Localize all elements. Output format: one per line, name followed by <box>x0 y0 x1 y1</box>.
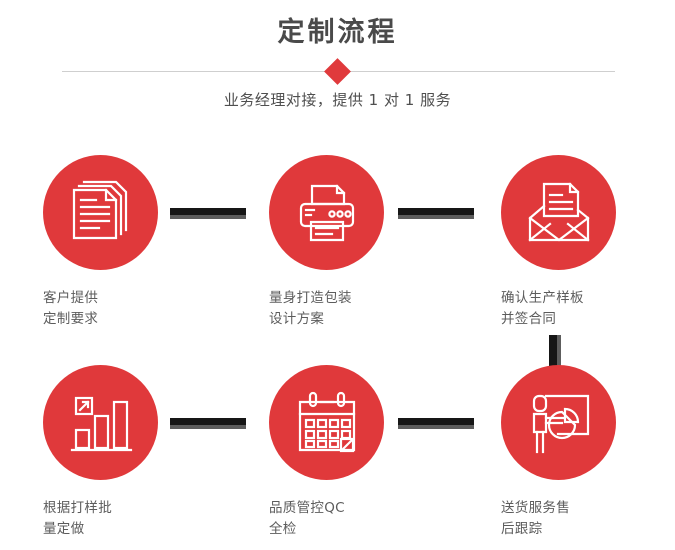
connector-shadow <box>170 425 246 429</box>
step-6-label: 送货服务售 后跟踪 <box>501 498 637 540</box>
step-6-label-line2: 后跟踪 <box>501 521 543 537</box>
step-3-icon-circle[interactable] <box>501 155 616 270</box>
step-2-label-line2: 设计方案 <box>269 311 325 327</box>
step-1-label: 客户提供 定制要求 <box>43 288 179 330</box>
step-1-label-line2: 定制要求 <box>43 311 99 327</box>
step-3-label: 确认生产样板 并签合同 <box>501 288 637 330</box>
step-5-label-line1: 品质管控QC <box>269 500 345 516</box>
step-3-label-line1: 确认生产样板 <box>501 290 584 306</box>
connector-bar <box>398 208 474 215</box>
connector-bar <box>170 208 246 215</box>
connector-step3-step6 <box>549 335 561 370</box>
page-subtitle: 业务经理对接，提供 1 对 1 服务 <box>223 91 452 109</box>
step-4-icon-circle[interactable] <box>43 365 158 480</box>
step-4-label-line2: 量定做 <box>43 521 85 537</box>
connector-step5-step6 <box>398 418 474 429</box>
connector-shadow <box>170 215 246 219</box>
page-title: 定制流程 <box>277 17 398 48</box>
connector-shadow <box>398 215 474 219</box>
process-step-1[interactable]: 客户提供 定制要求 <box>19 155 179 330</box>
step-2-icon-circle[interactable] <box>269 155 384 270</box>
open-envelope-document-icon <box>524 178 594 248</box>
process-step-3[interactable]: 确认生产样板 并签合同 <box>477 155 637 330</box>
connector-bar <box>549 335 557 370</box>
step-6-label-line1: 送货服务售 <box>501 500 570 516</box>
documents-stack-icon <box>66 178 136 248</box>
calendar-check-icon <box>292 388 362 458</box>
step-2-label-line1: 量身打造包装 <box>269 290 352 306</box>
connector-step1-step2 <box>170 208 246 219</box>
connector-step2-step3 <box>398 208 474 219</box>
process-step-4[interactable]: 根据打样批 量定做 <box>19 365 179 540</box>
connector-step4-step5 <box>170 418 246 429</box>
printer-icon <box>292 178 362 248</box>
process-step-5[interactable]: 品质管控QC 全检 <box>245 365 405 540</box>
step-5-label: 品质管控QC 全检 <box>269 498 405 540</box>
step-4-label-line1: 根据打样批 <box>43 500 112 516</box>
process-flow: 客户提供 定制要求 <box>0 130 675 550</box>
step-1-icon-circle[interactable] <box>43 155 158 270</box>
presenter-pie-chart-icon <box>524 388 594 458</box>
bar-chart-growth-icon <box>66 388 136 458</box>
process-step-2[interactable]: 量身打造包装 设计方案 <box>245 155 405 330</box>
diamond-icon <box>324 58 351 85</box>
connector-shadow <box>398 425 474 429</box>
process-step-6[interactable]: 送货服务售 后跟踪 <box>477 365 637 540</box>
step-4-label: 根据打样批 量定做 <box>43 498 179 540</box>
step-6-icon-circle[interactable] <box>501 365 616 480</box>
connector-shadow <box>557 335 561 370</box>
step-2-label: 量身打造包装 设计方案 <box>269 288 405 330</box>
step-3-label-line2: 并签合同 <box>501 311 557 327</box>
connector-bar <box>398 418 474 425</box>
connector-bar <box>170 418 246 425</box>
step-5-icon-circle[interactable] <box>269 365 384 480</box>
step-1-label-line1: 客户提供 <box>43 290 99 306</box>
header: 定制流程 业务经理对接，提供 1 对 1 服务 <box>0 0 675 130</box>
step-5-label-line2: 全检 <box>269 521 297 537</box>
